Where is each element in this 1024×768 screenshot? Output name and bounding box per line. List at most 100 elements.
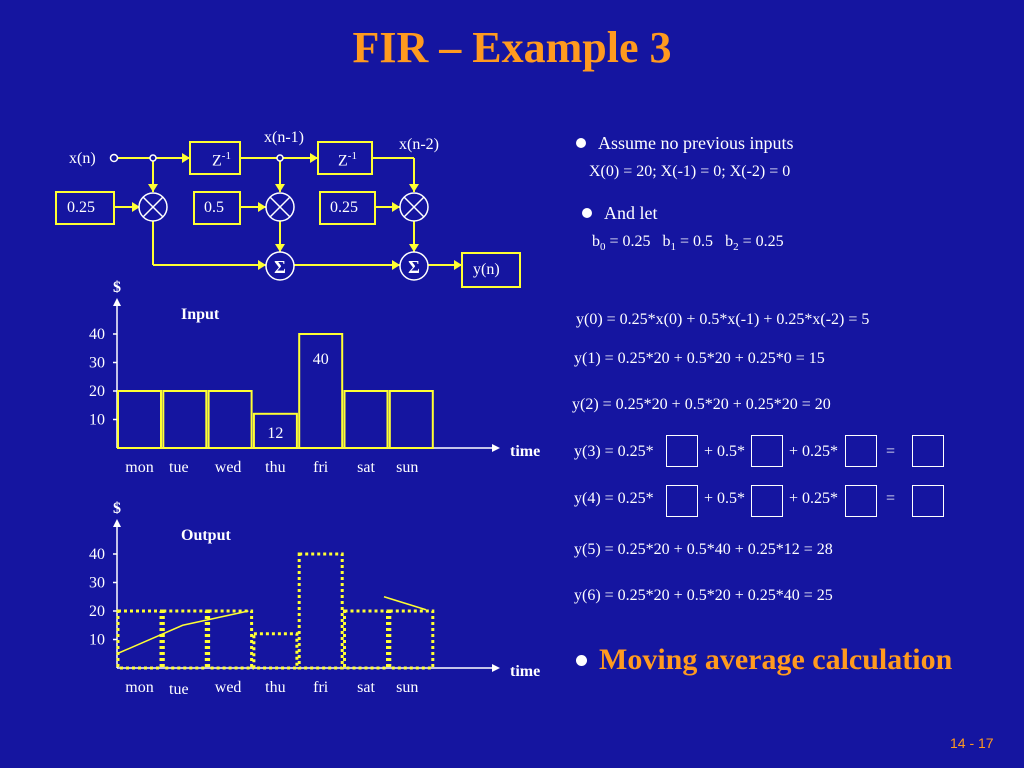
bar-tue (162, 390, 208, 449)
initial-conditions: X(0) = 20; X(-1) = 0; X(-2) = 0 (589, 163, 791, 180)
coef0-label: 0.25 (67, 199, 95, 216)
bar-fri (297, 552, 344, 670)
equation-y4-part-d: = (886, 490, 896, 507)
tap2-label: x(n-2) (399, 136, 439, 153)
multiplier-icon-0 (138, 192, 168, 222)
coefficient-values: b0 = 0.25 b1 = 0.5 b2 = 0.25 (592, 233, 784, 254)
y-tick-label: 40 (89, 326, 105, 343)
category-label-tue: tue (169, 459, 189, 476)
x-axis-arrow (492, 444, 500, 452)
tap-node-0 (149, 154, 157, 162)
multiplier-icon-2 (399, 192, 429, 222)
y-tick-label: 20 (89, 383, 105, 400)
category-label-mon: mon (125, 459, 153, 476)
equation-y2: y(2) = 0.25*20 + 0.5*20 + 0.25*20 = 20 (572, 396, 831, 413)
data-label-thu: 12 (267, 425, 283, 442)
y-axis-label: $ (113, 500, 121, 517)
bullet-icon (576, 137, 586, 148)
x-axis-label: time (510, 663, 540, 680)
delay-label-2: Z-1 (338, 150, 357, 170)
slide-title: FIR – Example 3 (352, 23, 672, 72)
sum-symbol-1: Σ (274, 257, 286, 277)
y-tick-label: 30 (89, 355, 105, 372)
coef-box-2 (319, 191, 376, 225)
summer-icon-1 (265, 251, 295, 281)
y-axis-label: $ (113, 279, 121, 296)
output-trend-segment (383, 596, 427, 611)
delay-box-2 (317, 141, 373, 175)
category-label-wed: wed (215, 459, 242, 476)
bullet-icon (582, 207, 592, 218)
answer-box-y4-1 (666, 485, 698, 517)
sum-symbol-2: Σ (408, 257, 420, 277)
equation-y4-part-a: y(4) = 0.25* (574, 490, 654, 507)
category-label-tue: tue (169, 681, 189, 698)
y-tick-label: 30 (89, 575, 105, 592)
summer-icon-2 (399, 251, 429, 281)
tap-node-1 (276, 154, 284, 162)
delay-label-1: Z-1 (212, 150, 231, 170)
bar-mon (117, 390, 162, 449)
bar-sat (343, 609, 389, 670)
category-label-fri: fri (313, 459, 329, 476)
category-label-mon: mon (125, 679, 153, 696)
page-number: 14 - 17 (950, 735, 994, 751)
bar-sun (388, 390, 434, 449)
coef-box-1 (193, 191, 241, 225)
equation-y3-part-c: + 0.25* (789, 443, 839, 460)
category-label-thu: thu (265, 679, 285, 696)
y-tick-label: 10 (89, 632, 105, 649)
equation-y4-part-c: + 0.25* (789, 490, 839, 507)
category-label-sat: sat (357, 459, 375, 476)
x-axis-label: time (510, 443, 540, 460)
category-label-fri: fri (313, 679, 329, 696)
tap1-label: x(n-1) (264, 129, 304, 146)
category-label-thu: thu (265, 459, 285, 476)
data-label-fri: 40 (313, 351, 329, 368)
bar-mon (116, 609, 163, 670)
category-label-sun: sun (396, 679, 418, 696)
y-tick-label: 40 (89, 546, 105, 563)
equation-y5: y(5) = 0.25*20 + 0.5*40 + 0.25*12 = 28 (574, 541, 833, 558)
output-box (461, 252, 521, 288)
bar-fri (298, 333, 344, 449)
answer-box-y3-2 (751, 435, 783, 467)
multiplier-icon-1 (265, 192, 295, 222)
y-tick-label: 20 (89, 603, 105, 620)
bullet-and-let: And let (582, 203, 658, 224)
answer-box-y3-3 (845, 435, 877, 467)
bar-tue (161, 609, 208, 670)
bar-sat (343, 390, 389, 449)
equation-y4-part-b: + 0.5* (704, 490, 746, 507)
bullet-moving-average: Moving average calculation (576, 643, 952, 677)
bar-thu (252, 412, 298, 449)
x-axis-arrow (492, 664, 500, 672)
equation-y3-part-b: + 0.5* (704, 443, 746, 460)
answer-box-y4-2 (751, 485, 783, 517)
coef1-label: 0.5 (204, 199, 224, 216)
output-overlay-line (116, 610, 249, 655)
answer-box-y4-result (912, 485, 944, 517)
bar-sun (388, 609, 435, 670)
equation-y0: y(0) = 0.25*x(0) + 0.5*x(-1) + 0.25*x(-2… (576, 311, 870, 328)
y-tick-label: 10 (89, 412, 105, 429)
input-label: x(n) (69, 150, 96, 167)
equation-y6: y(6) = 0.25*20 + 0.5*20 + 0.25*40 = 25 (574, 587, 833, 604)
bar-wed (207, 609, 254, 670)
equation-y3-part-d: = (886, 443, 896, 460)
category-label-wed: wed (215, 679, 242, 696)
answer-box-y4-3 (845, 485, 877, 517)
output-label: y(n) (473, 261, 500, 278)
answer-box-y3-1 (666, 435, 698, 467)
diagram-arrowheads (132, 153, 462, 270)
coef-box-0 (55, 191, 115, 225)
y-axis-arrow (113, 298, 121, 306)
chart-title: Input (181, 306, 220, 323)
answer-box-y3-result (912, 435, 944, 467)
bullet-assume: Assume no previous inputs (576, 133, 794, 154)
input-node (109, 153, 119, 163)
equation-y1: y(1) = 0.25*20 + 0.5*20 + 0.25*0 = 15 (574, 350, 825, 367)
y-axis-arrow (113, 519, 121, 527)
